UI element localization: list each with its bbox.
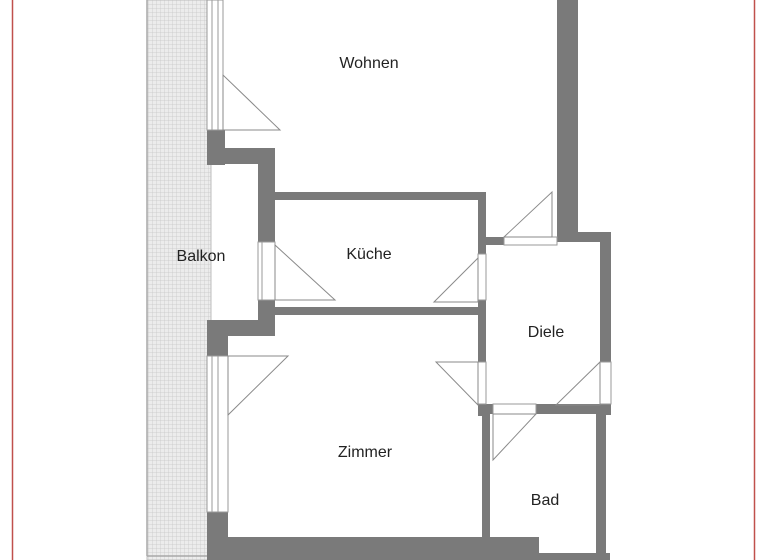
wall-west-jog-2 [207, 148, 274, 164]
wall-zimmer-bottom [207, 537, 539, 560]
wall-kitchen-right-lower [478, 300, 486, 362]
openings [206, 0, 612, 513]
wall-kitchen-right [478, 192, 486, 254]
door-wohnen-diele [502, 190, 553, 238]
wall-bad-top-right [536, 404, 606, 414]
door-swings [222, 73, 601, 462]
door-kueche-balcony [274, 243, 337, 301]
room-label-wohnen: Wohnen [339, 55, 398, 72]
wall-kitchen-top [258, 192, 486, 200]
room-label-balkon: Balkon [177, 248, 226, 265]
opening-diele-top [503, 236, 558, 246]
room-label-zimmer: Zimmer [338, 444, 393, 461]
wall-bad-right [596, 405, 606, 560]
wall-wohnen-right [557, 0, 578, 236]
opening-kueche-diele [477, 253, 487, 301]
wall-diele-top-left [478, 237, 504, 245]
room-label-kueche: Küche [346, 246, 391, 263]
wall-bad-bottom [520, 553, 610, 560]
page-border [11, 0, 756, 560]
opening-bad [492, 403, 537, 415]
wall-kitchen-bottom [258, 307, 486, 315]
door-zimmer-diele [434, 361, 479, 407]
door-bad [492, 413, 538, 462]
room-label-diele: Diele [528, 324, 565, 341]
wall-west-jog-4 [207, 320, 228, 356]
walls [207, 0, 611, 560]
wall-diele-top [557, 232, 611, 242]
door-diele-right [554, 360, 601, 406]
door-kueche-diele [432, 256, 479, 303]
opening-diele-right [599, 361, 612, 405]
room-label-bad: Bad [531, 492, 559, 509]
opening-zimmer-diele [477, 361, 487, 405]
window-wohnen [206, 0, 224, 131]
wall-bad-left [482, 404, 490, 560]
door-wohnen-balcony [222, 73, 282, 131]
opening-kueche-west [257, 241, 276, 301]
balcony-area [146, 0, 212, 560]
door-zimmer-balcony [227, 355, 290, 417]
wall-diele-right [600, 232, 611, 410]
